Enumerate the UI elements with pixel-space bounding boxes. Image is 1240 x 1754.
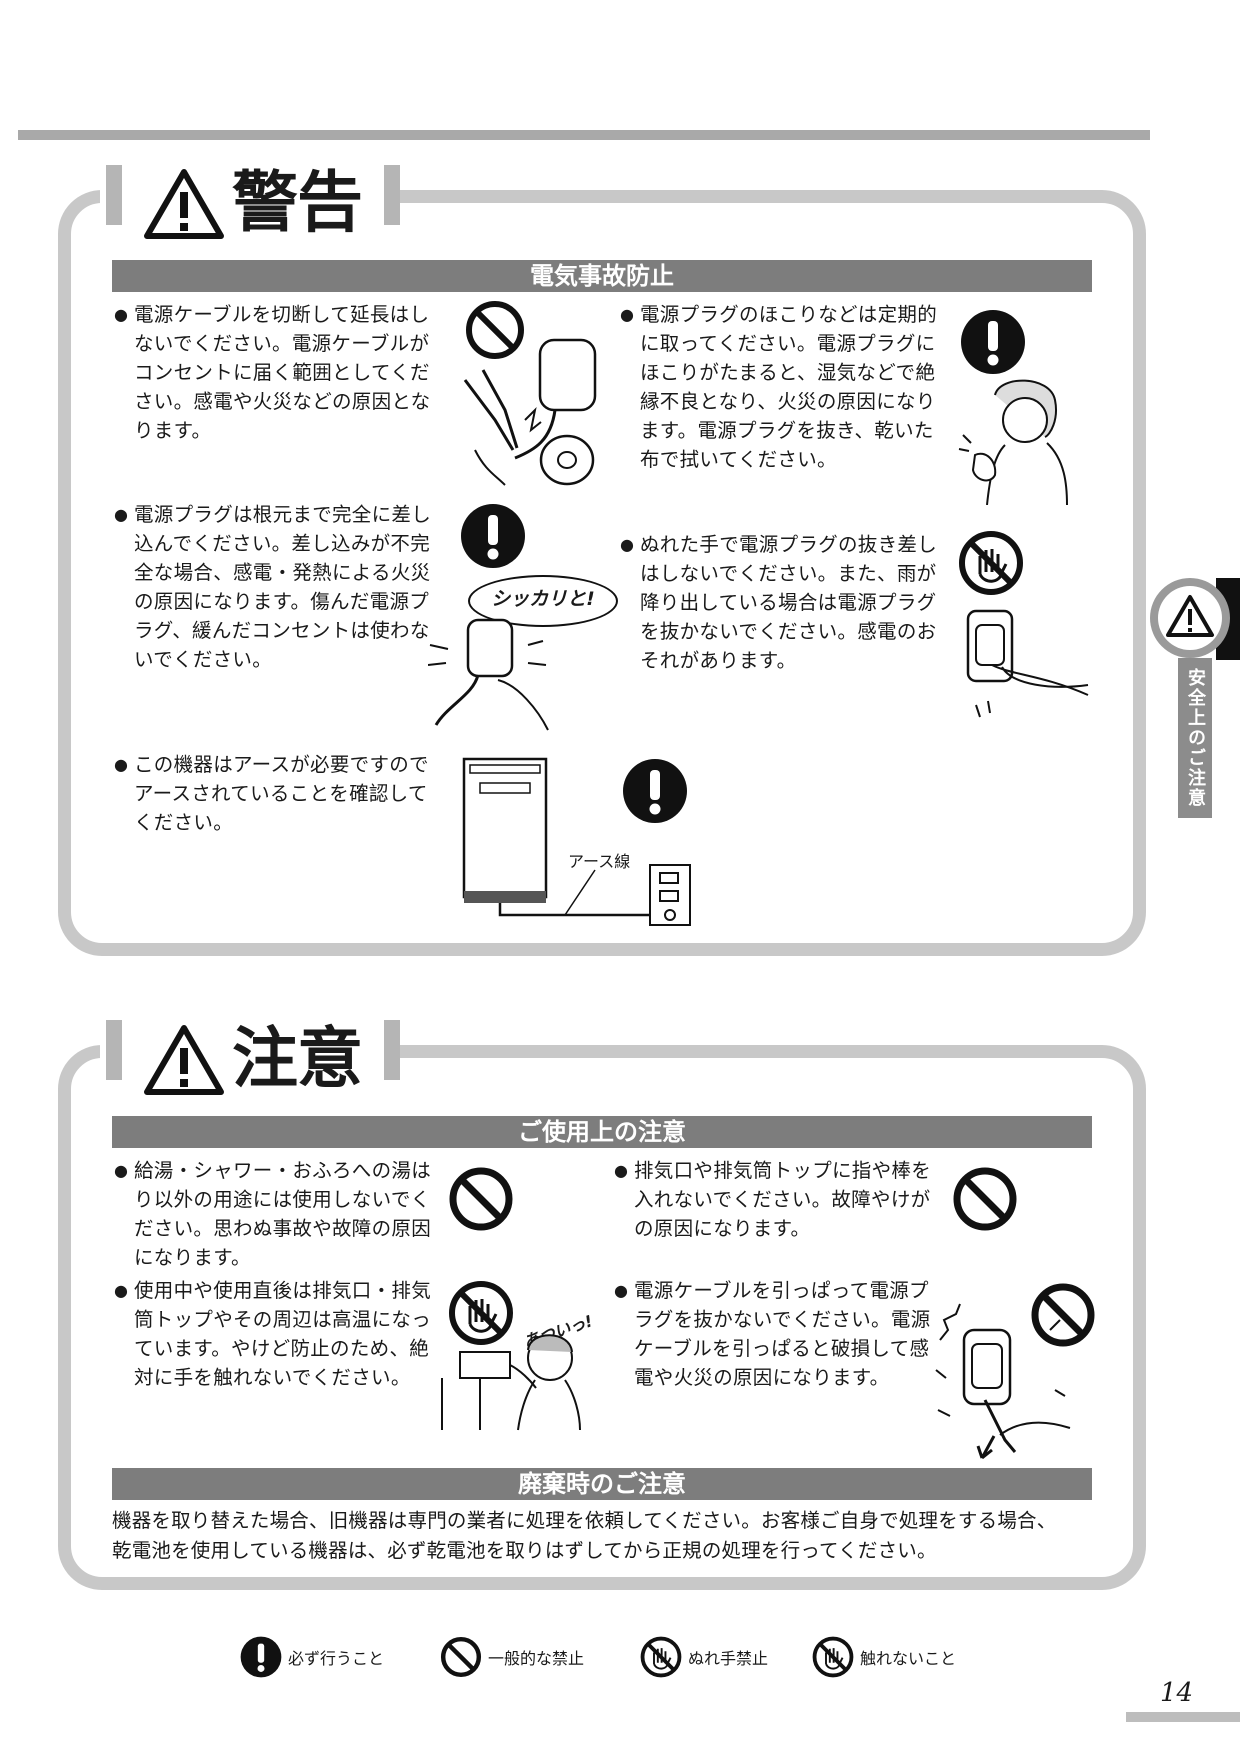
disposal-text: 機器を取り替えた場合、旧機器は専門の業者に処理を依頼してください。お客様ご自身で…	[112, 1506, 1102, 1566]
warning-item-cable-cut: ●電源ケーブルを切断して延長はしないでください。電源ケーブルがコンセントに届く範…	[114, 303, 431, 442]
warning-title: 警告	[232, 164, 363, 241]
section-bar-electric: 電気事故防止	[112, 260, 1092, 292]
warning-header: 警告	[142, 164, 363, 241]
prohibited-icon	[1030, 1282, 1096, 1348]
section-bar-disposal: 廃棄時のご注意	[112, 1468, 1092, 1500]
water-heater-earth-illustration	[460, 755, 700, 930]
caution-item-pull-cable: ●電源ケーブルを引っぱって電源プラグを抜かないでください。電源ケーブルを引っぱる…	[614, 1279, 931, 1389]
mandatory-icon	[622, 758, 688, 824]
disposal-line-1: 機器を取り替えた場合、旧機器は専門の業者に処理を依頼してください。お客様ご自身で…	[112, 1509, 1057, 1532]
pull-cable-illustration	[930, 1300, 1080, 1460]
callout-text: シッカリと!	[491, 588, 595, 610]
no-touch-icon	[812, 1636, 854, 1678]
legend-label: 一般的な禁止	[488, 1649, 585, 1668]
caution-item-usage: ●給湯・シャワー・おふろへの湯はり以外の用途には使用しないでください。思わぬ事故…	[114, 1159, 432, 1269]
cable-cut-illustration	[455, 300, 605, 490]
earth-wire-label: アース線	[568, 852, 631, 871]
prohibited-icon	[952, 1166, 1018, 1232]
footer-rule	[1126, 1712, 1240, 1722]
legend-label: 必ず行うこと	[288, 1649, 385, 1668]
prohibited-icon	[448, 1166, 514, 1232]
disposal-line-2: 乾電池を使用している機器は、必ず乾電池を取りはずしてから正規の処理を行ってくださ…	[112, 1539, 937, 1562]
legend-label: ぬれ手禁止	[688, 1649, 769, 1668]
section-bar-usage: ご使用上の注意	[112, 1116, 1092, 1148]
legend-label: 触れないこと	[860, 1649, 957, 1668]
mandatory-icon	[960, 309, 1026, 375]
caution-header: 注意	[142, 1020, 363, 1097]
mandatory-icon	[240, 1636, 282, 1678]
caution-title: 注意	[232, 1020, 363, 1097]
caution-triangle-icon	[142, 1022, 226, 1096]
callout-bubble: シッカリと!	[468, 575, 618, 627]
warning-item-earth: ●この機器はアースが必要ですのでアースされていることを確認してください。	[114, 753, 429, 834]
no-wet-hands-icon	[958, 530, 1024, 596]
mandatory-icon	[460, 503, 526, 569]
legend-mandatory: 必ず行うこと	[240, 1636, 384, 1678]
girl-burned-illustration	[440, 1330, 590, 1435]
wet-hand-outlet-illustration	[962, 605, 1092, 725]
no-touch-icon	[448, 1280, 514, 1346]
prohibited-icon	[440, 1636, 482, 1678]
side-tab-label: 安全上のご注意	[1178, 658, 1212, 818]
warning-item-wet-hands: ●ぬれた手で電源プラグの抜き差しはしないでください。また、雨が降り出している場合…	[620, 533, 937, 672]
legend-no-wet-hands: ぬれ手禁止	[640, 1636, 768, 1678]
warning-item-plug-insert: ●電源プラグは根元まで完全に差し込んでください。差し込みが不完全な場合、感電・発…	[114, 503, 431, 671]
page-number: 14	[1160, 1678, 1194, 1708]
warning-item-plug-dust: ●電源プラグのほこりなどは定期的に取ってください。電源プラグにほこりがたまると、…	[620, 303, 938, 471]
caution-item-hot-surface: ●使用中や使用直後は排気口・排気筒トップやその周辺は高温になっています。やけど防…	[114, 1279, 432, 1389]
caution-item-exhaust-fingers: ●排気口や排気筒トップに指や棒を入れないでください。故障やけがの原因になります。	[614, 1159, 931, 1240]
legend-prohibited: 一般的な禁止	[440, 1636, 584, 1678]
no-wet-hands-icon	[640, 1636, 682, 1678]
top-rule	[18, 130, 1150, 140]
side-tab-warning-icon	[1150, 578, 1230, 658]
legend-no-touch: 触れないこと	[812, 1636, 956, 1678]
plug-insert-illustration	[428, 615, 558, 735]
person-wiping-plug-illustration	[955, 375, 1075, 505]
warning-triangle-icon	[142, 166, 226, 240]
